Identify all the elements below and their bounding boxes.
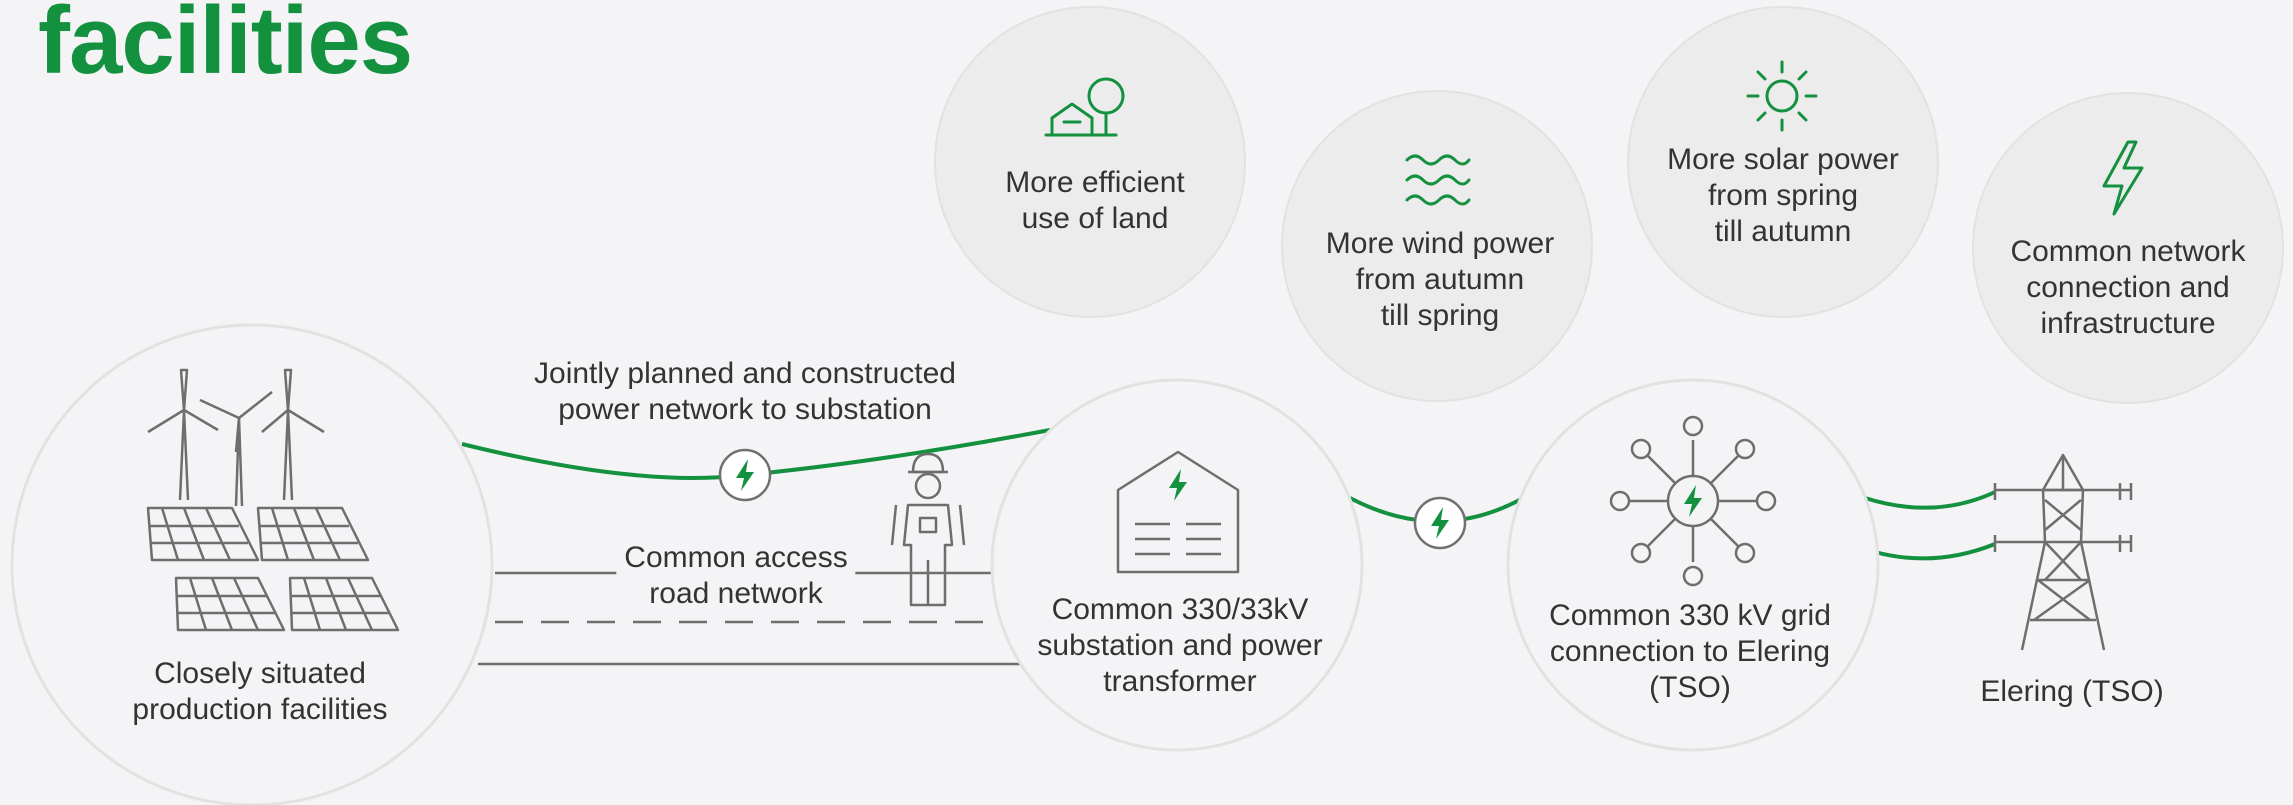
benefit-solar-text: More solar power from spring till autumn [1667,142,1899,250]
production-label: Closely situated production facilities [132,656,387,728]
substation-circle [990,378,1364,752]
text-line: production facilities [132,693,388,726]
text-line: use of land [1021,202,1169,235]
text-line: road network [649,577,823,610]
text-line: till spring [1380,299,1500,332]
road-network-label: Common access road network [616,540,856,612]
text-line: More solar power [1667,143,1899,176]
grid-connection-label: Common 330 kV grid connection to Elering… [1549,598,1831,706]
text-line: Common 330/33kV [1051,593,1309,626]
network-bolt-icon [718,448,772,502]
transmission-tower-icon [1993,453,2133,651]
production-circle [10,323,494,805]
benefit-land-text: More efficient use of land [1005,165,1185,237]
benefit-circle-network [1972,92,2284,404]
substation-bolt-icon [1413,496,1467,550]
text-line: Common access [624,541,848,574]
benefit-wind-text: More wind power from autumn till spring [1326,226,1554,334]
text-line: from autumn [1355,263,1525,296]
text-line: till autumn [1714,215,1852,248]
substation-label: Common 330/33kV substation and power tra… [1037,592,1322,700]
text-line: infrastructure [2040,307,2216,340]
solar-panels-icon [146,506,400,632]
text-line: More wind power [1325,227,1555,260]
worker-icon [890,452,966,607]
tso-line-lower [1874,542,1996,561]
power-network-label: Jointly planned and constructed power ne… [534,356,956,428]
sun-icon [1746,60,1818,132]
benefit-network-text: Common network connection and infrastruc… [2010,234,2245,342]
grid-hub-icon [1609,415,1777,587]
page-title: facilities [38,0,413,94]
benefit-circle-wind [1281,90,1593,402]
text-line: power network to substation [558,393,932,426]
tso-line-upper [1864,490,1996,510]
text-line: transformer [1103,665,1257,698]
benefit-circle-solar [1627,6,1939,318]
text-line: substation and power [1037,629,1323,662]
text-line: Closely situated [154,657,366,690]
text-line: More efficient [1005,166,1185,199]
substation-building-icon [1116,450,1240,574]
text-line: from spring [1707,179,1859,212]
tso-label: Elering (TSO) [1980,675,2164,708]
text-line: Common 330 kV grid [1549,599,1831,632]
lightning-icon [2102,140,2144,216]
house-tree-icon [1044,77,1125,137]
text-line: connection to Elering [1549,635,1831,668]
text-line: Common network [2010,235,2246,268]
wind-turbines-icon [147,368,325,507]
text-line: (TSO) [1649,671,1731,704]
text-line: connection and [2026,271,2230,304]
text-line: Jointly planned and constructed [534,357,956,390]
grid-circle [1506,378,1880,752]
wind-waves-icon [1405,154,1471,206]
benefit-circle-land [934,6,1246,318]
